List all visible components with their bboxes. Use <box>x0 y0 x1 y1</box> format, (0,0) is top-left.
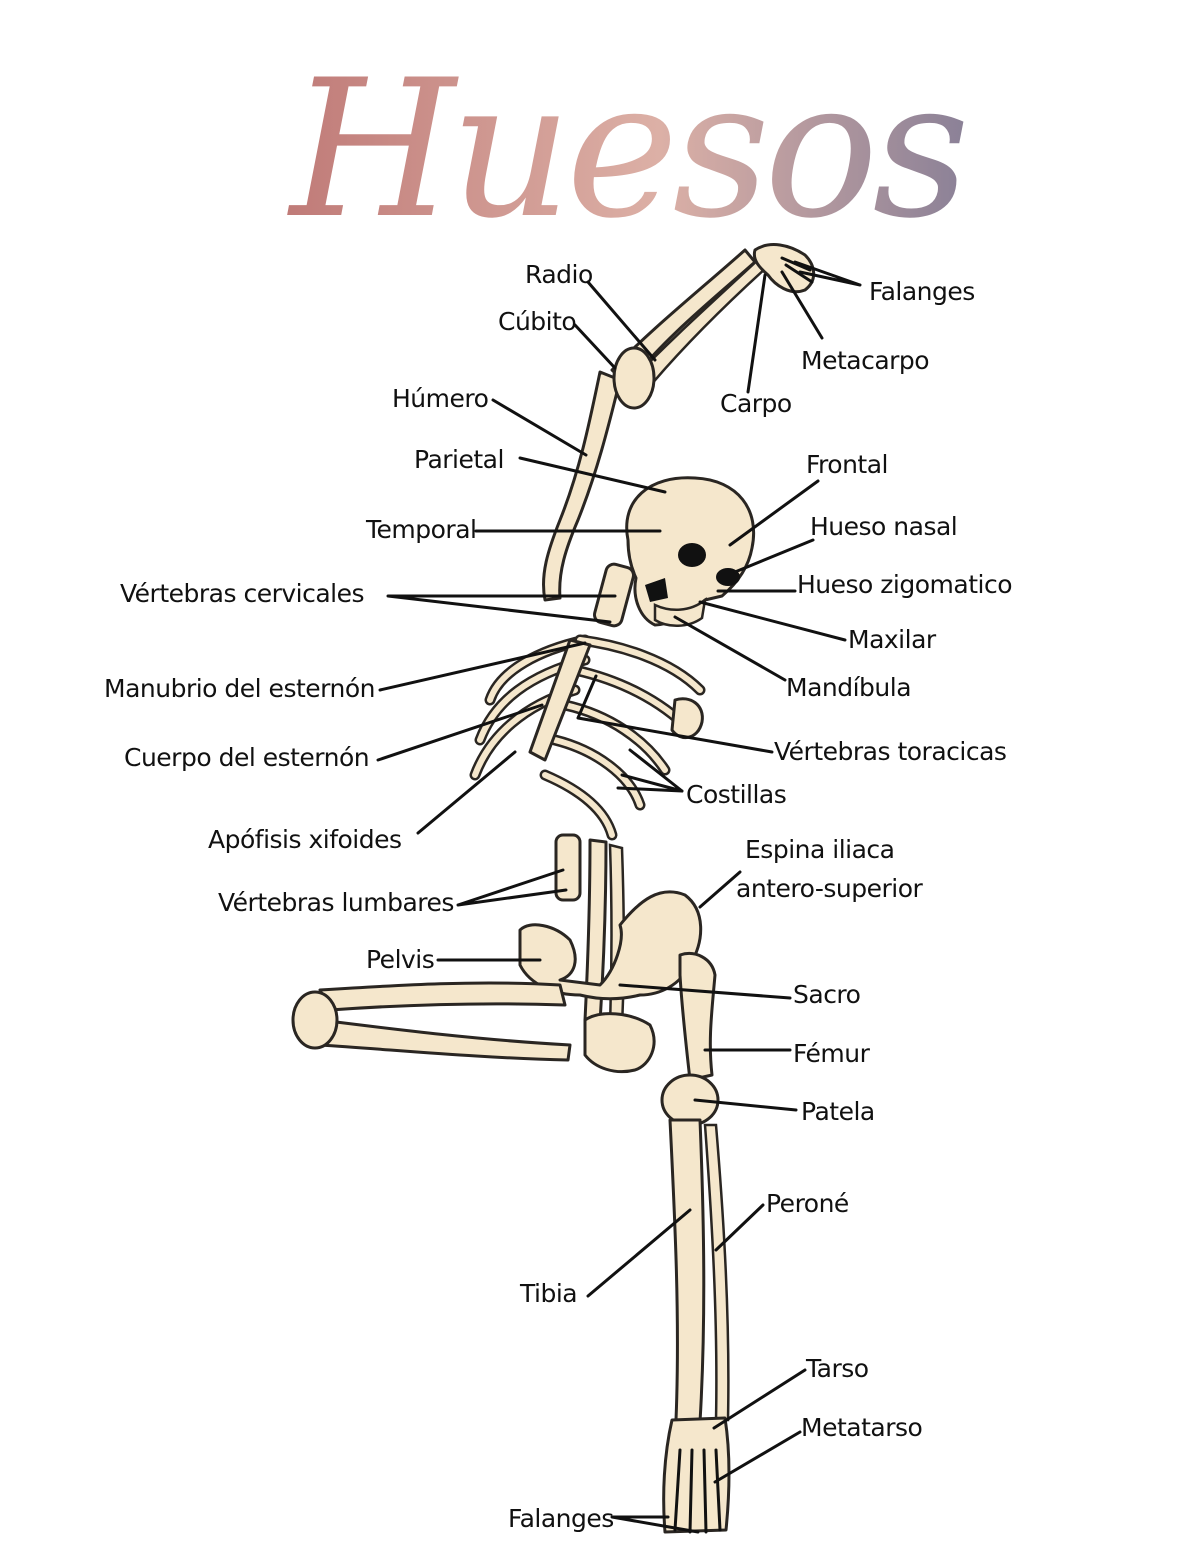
skeleton-illustration <box>291 243 816 1534</box>
label-carpo: Carpo <box>720 389 792 418</box>
teeth <box>653 596 707 627</box>
label-falanges-pie: Falanges <box>508 1504 614 1533</box>
label-temporal: Temporal <box>365 515 476 544</box>
label-vertebras-lumbares: Vértebras lumbares <box>218 888 454 917</box>
labels: Radio Cúbito Húmero Parietal Temporal Vé… <box>104 260 1013 1533</box>
label-falanges-mano: Falanges <box>869 277 975 306</box>
label-frontal: Frontal <box>806 450 888 479</box>
label-cuerpo-esternon: Cuerpo del esternón <box>124 743 369 772</box>
tibia-bone <box>668 1118 706 1424</box>
label-vertebras-cervicales: Vértebras cervicales <box>120 579 364 608</box>
label-metatarso: Metatarso <box>801 1413 922 1442</box>
label-parietal: Parietal <box>414 445 504 474</box>
shoulder-bone <box>670 697 704 739</box>
pelvis-bone <box>518 890 703 1001</box>
label-femur: Fémur <box>793 1039 871 1068</box>
label-tarso: Tarso <box>805 1354 869 1383</box>
label-vertebras-toracicas: Vértebras toracicas <box>774 737 1006 766</box>
label-costillas: Costillas <box>686 780 786 809</box>
foot-bones <box>662 1416 731 1534</box>
label-radio: Radio <box>525 260 593 289</box>
label-metacarpo: Metacarpo <box>801 346 929 375</box>
eye-socket <box>678 543 706 567</box>
fibula-bone <box>703 1123 730 1422</box>
hand-bones <box>752 243 816 294</box>
label-espina-iliaca-1: Espina iliaca <box>745 835 894 864</box>
label-hueso-nasal: Hueso nasal <box>810 512 957 541</box>
label-perone: Peroné <box>766 1189 849 1218</box>
label-cubito: Cúbito <box>498 307 576 336</box>
label-sacro: Sacro <box>793 980 860 1009</box>
lumbar-vertebrae <box>554 833 582 902</box>
rib-cage <box>469 634 706 841</box>
label-hueso-zigomatico: Hueso zigomatico <box>797 570 1012 599</box>
label-apofisis: Apófisis xifoides <box>208 825 402 854</box>
label-mandibula: Mandíbula <box>786 673 911 702</box>
bent-leg-femur <box>318 981 567 1012</box>
label-humero: Húmero <box>392 384 488 413</box>
label-espina-iliaca-2: antero-superior <box>736 874 923 903</box>
label-pelvis: Pelvis <box>366 945 434 974</box>
label-patela: Patela <box>801 1097 875 1126</box>
elbow-joint <box>612 346 656 410</box>
jaw-shadow <box>645 578 668 602</box>
label-tibia: Tibia <box>519 1279 577 1308</box>
label-maxilar: Maxilar <box>848 625 937 654</box>
humerus-bone <box>541 370 622 602</box>
page-title: Huesos <box>287 39 964 260</box>
bent-leg-tibia <box>318 1018 572 1062</box>
femur-bone <box>678 952 717 1082</box>
leader-lines <box>376 260 862 1534</box>
bent-knee <box>291 990 339 1050</box>
label-manubrio: Manubrio del esternón <box>104 674 375 703</box>
lower-hand <box>583 1012 656 1074</box>
